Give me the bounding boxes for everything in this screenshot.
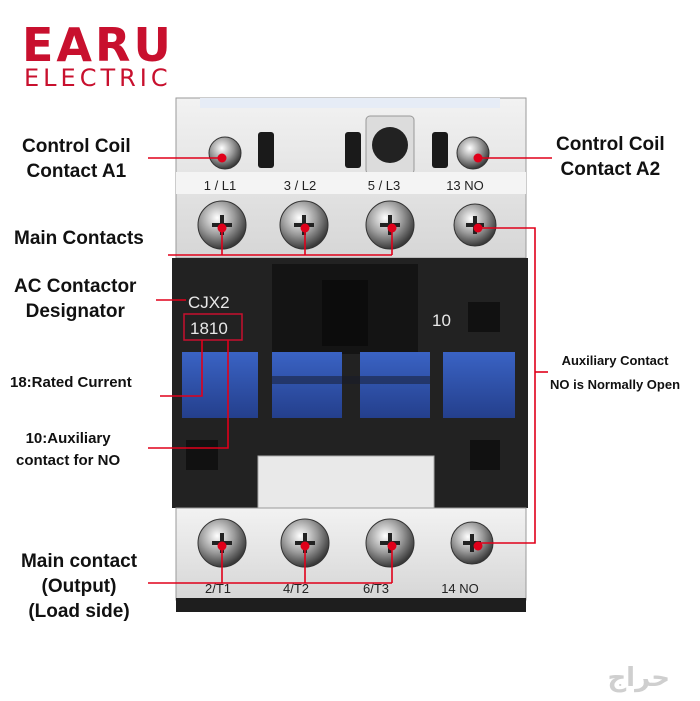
callout-aux-for-no: 10:Auxiliary contact for NO bbox=[16, 430, 121, 469]
terminal-top-1: 1 / L1 bbox=[204, 178, 237, 193]
terminal-bottom-2: 4/T2 bbox=[283, 581, 309, 596]
brand-sub: ELECTRIC bbox=[24, 64, 172, 92]
callout-auxiliary-right: Auxiliary Contact NO is Normally Open bbox=[550, 353, 681, 392]
terminal-top-2: 3 / L2 bbox=[284, 178, 317, 193]
brand-logo: EARU bbox=[22, 18, 174, 72]
callout-designator: AC Contactor Designator bbox=[14, 276, 137, 322]
terminal-bottom-4: 14 NO bbox=[441, 581, 479, 596]
callout-main-contacts: Main Contacts bbox=[14, 228, 144, 249]
terminal-top-4: 13 NO bbox=[446, 178, 484, 193]
coil-a2-screw-icon bbox=[456, 136, 490, 170]
callout-main-output: Main contact (Output) (Load side) bbox=[20, 551, 138, 622]
button-1 bbox=[182, 352, 258, 418]
terminal-bottom-3: 6/T3 bbox=[363, 581, 389, 596]
terminal-top-3: 5 / L3 bbox=[368, 178, 401, 193]
watermark: حراج bbox=[607, 663, 670, 693]
button-2 bbox=[272, 352, 342, 418]
model-line2: 1810 bbox=[190, 319, 228, 338]
aux-code: 10 bbox=[432, 311, 451, 330]
leader-dots bbox=[217, 153, 483, 551]
callout-coil-a1: Control Coil Contact A1 bbox=[22, 136, 131, 182]
button-4 bbox=[443, 352, 515, 418]
button-3 bbox=[360, 352, 430, 418]
terminal-bottom-1: 2/T1 bbox=[205, 581, 231, 596]
callout-rated-current: 18:Rated Current bbox=[10, 374, 132, 391]
callout-coil-a2: Control Coil Contact A2 bbox=[556, 134, 665, 180]
coil-a1-screw-icon bbox=[208, 136, 242, 170]
model-line1: CJX2 bbox=[188, 293, 230, 312]
